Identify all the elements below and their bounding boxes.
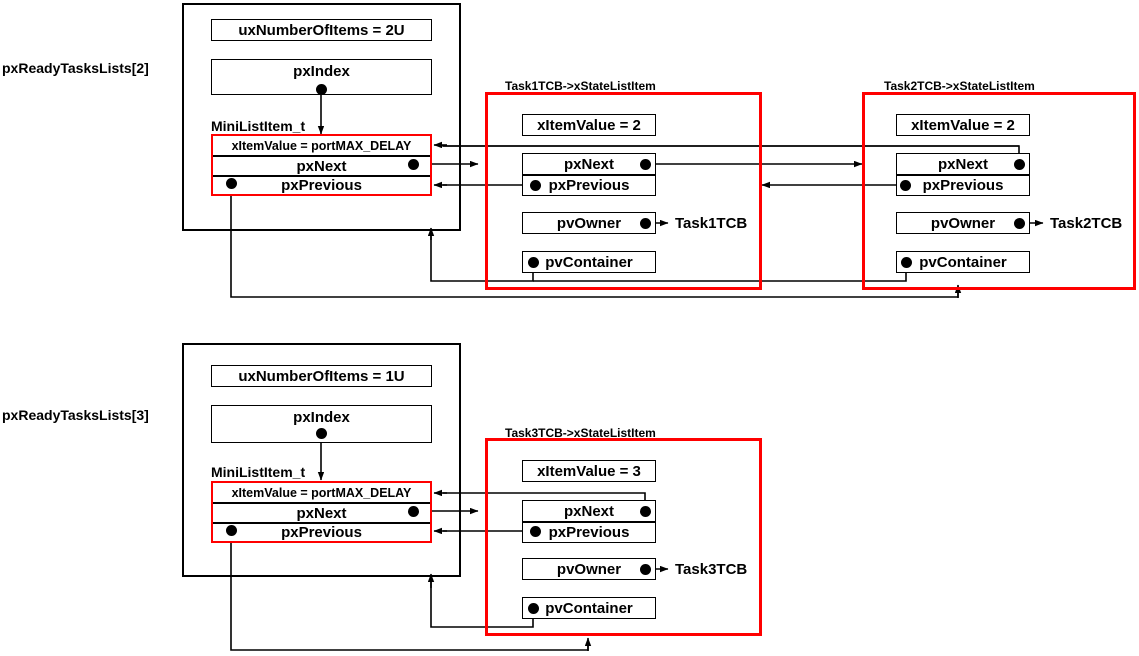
task3-field-pxnext: pxNext — [522, 500, 656, 522]
mini-pxprevious-pointer-dot-3 — [226, 525, 237, 536]
task3-pxprevious-pointer-dot — [530, 526, 541, 537]
task1-field-pvowner: pvOwner — [522, 212, 656, 234]
task2-pxnext-pointer-dot — [1014, 159, 1025, 170]
task2-pxprevious-pointer-dot — [900, 180, 911, 191]
px-index-pointer-dot-2 — [316, 84, 327, 95]
task3-state-list-item-caption: Task3TCB->xStateListItem — [505, 426, 656, 440]
task1-owner-label: Task1TCB — [675, 215, 748, 232]
task1-field-pxprevious: pxPrevious — [522, 175, 656, 196]
task3-pxnext-pointer-dot — [640, 506, 651, 517]
px-index-pointer-dot-3 — [316, 428, 327, 439]
task1-field-pxnext: pxNext — [522, 153, 656, 175]
list-struct-box-2 — [182, 3, 461, 231]
task3-pvowner-pointer-dot — [640, 564, 651, 575]
task3-owner-label: Task3TCB — [675, 561, 748, 578]
task1-pxprevious-pointer-dot — [530, 180, 541, 191]
ux-number-of-items-field-3: uxNumberOfItems = 1U — [211, 365, 432, 387]
task2-field-xitemvalue: xItemValue = 2 — [896, 114, 1030, 136]
task2-field-pvowner: pvOwner — [896, 212, 1030, 234]
mini-field-pxprevious-2: pxPrevious — [213, 176, 430, 194]
task2-field-pxnext: pxNext — [896, 153, 1030, 175]
task2-state-list-item-box — [862, 92, 1136, 290]
mini-list-item-box-2 — [211, 134, 432, 196]
list-struct-box-3 — [182, 343, 461, 577]
mini-pxnext-pointer-dot-2 — [408, 159, 419, 170]
mini-list-item-caption-2: MiniListItem_t — [211, 118, 306, 134]
task1-pvowner-pointer-dot — [640, 218, 651, 229]
task2-pvowner-pointer-dot — [1014, 218, 1025, 229]
mini-field-pxnext-3: pxNext — [213, 503, 430, 523]
mini-field-pxprevious-3: pxPrevious — [213, 523, 430, 541]
task1-state-list-item-box — [485, 92, 762, 290]
task1-field-xitemvalue: xItemValue = 2 — [522, 114, 656, 136]
task3-state-list-item-box — [485, 438, 762, 636]
task2-field-pxprevious: pxPrevious — [896, 175, 1030, 196]
task1-pxnext-pointer-dot — [640, 159, 651, 170]
sidebar-item-ready-list-3-label: pxReadyTasksLists[3] — [2, 407, 149, 423]
task3-field-pvowner: pvOwner — [522, 558, 656, 580]
task3-field-pvcontainer: pvContainer — [522, 597, 656, 619]
task3-field-pxprevious: pxPrevious — [522, 522, 656, 543]
mini-field-pxnext-2: pxNext — [213, 156, 430, 176]
task2-owner-label: Task2TCB — [1050, 215, 1123, 232]
task2-state-list-item-caption: Task2TCB->xStateListItem — [884, 79, 1035, 93]
task3-field-xitemvalue: xItemValue = 3 — [522, 460, 656, 482]
mini-field-xitemvalue-3: xItemValue = portMAX_DELAY — [213, 483, 430, 503]
sidebar-item-ready-list-2-label: pxReadyTasksLists[2] — [2, 60, 149, 76]
task3-pvcontainer-pointer-dot — [528, 603, 539, 614]
task1-field-pvcontainer: pvContainer — [522, 251, 656, 273]
ux-number-of-items-field-2: uxNumberOfItems = 2U — [211, 19, 432, 41]
task2-pvcontainer-pointer-dot — [901, 257, 912, 268]
task2-field-pvcontainer: pvContainer — [896, 251, 1030, 273]
task1-pvcontainer-pointer-dot — [528, 257, 539, 268]
task1-state-list-item-caption: Task1TCB->xStateListItem — [505, 79, 656, 93]
mini-field-xitemvalue-2: xItemValue = portMAX_DELAY — [213, 136, 430, 156]
mini-list-item-caption-3: MiniListItem_t — [211, 464, 306, 480]
mini-pxprevious-pointer-dot-2 — [226, 178, 237, 189]
mini-pxnext-pointer-dot-3 — [408, 506, 419, 517]
px-index-field-3: pxIndex — [211, 405, 432, 443]
mini-list-item-box-3 — [211, 481, 432, 543]
